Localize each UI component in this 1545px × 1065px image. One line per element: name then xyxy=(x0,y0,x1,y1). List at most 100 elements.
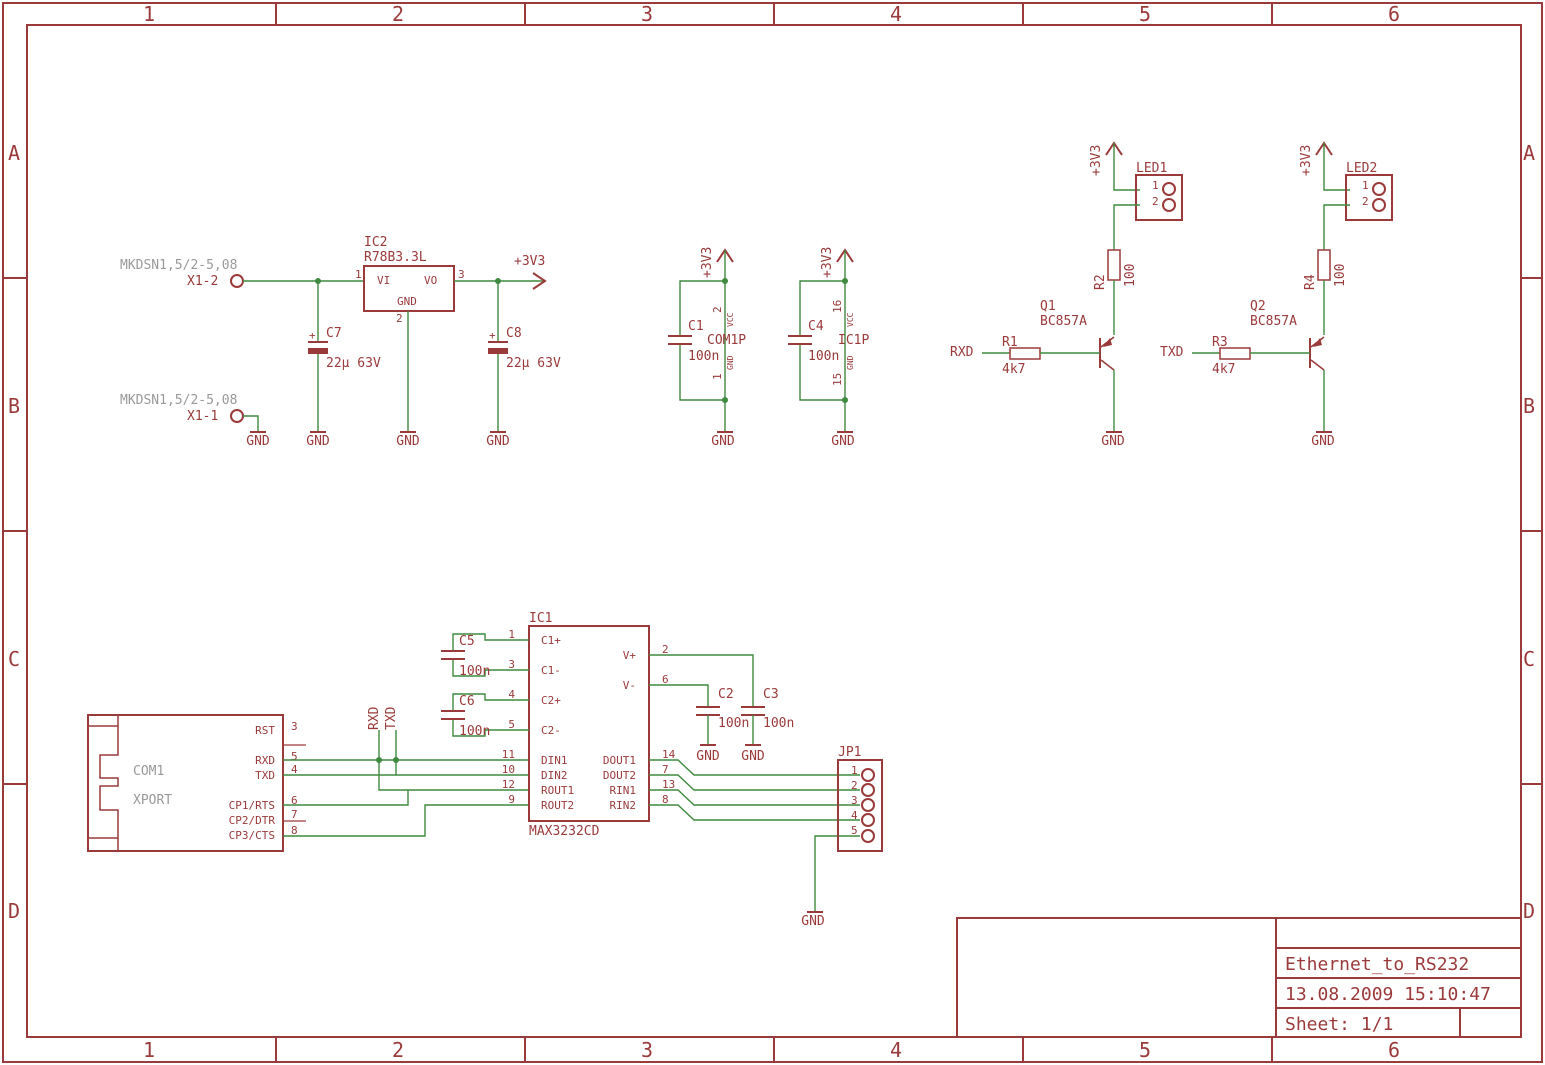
sheet-number: Sheet: 1/1 xyxy=(1285,1014,1393,1035)
gnd-label-ic1p: GND xyxy=(831,434,855,449)
x1-2-value: MKDSN1,5/2-5,08 xyxy=(120,258,237,273)
xport-module: COM1 XPORT RST RXD TXD CP1/RTS CP2/DTR C… xyxy=(87,714,306,852)
ic2-pin3-num: 3 xyxy=(458,268,465,281)
led1-ref: LED1 xyxy=(1136,161,1167,176)
c3-ref: C3 xyxy=(763,687,779,702)
xport-ref: COM1 xyxy=(133,764,164,779)
svg-text:1: 1 xyxy=(1362,179,1369,192)
svg-text:9: 9 xyxy=(508,793,515,806)
svg-text:4: 4 xyxy=(508,688,515,701)
svg-text:15: 15 xyxy=(831,373,844,386)
svg-text:VCC: VCC xyxy=(726,312,735,327)
svg-text:2: 2 xyxy=(662,643,669,656)
svg-text:2: 2 xyxy=(1152,195,1159,208)
vcc-label-ic2: +3V3 xyxy=(514,254,545,269)
jp1-body xyxy=(837,759,883,852)
svg-text:3: 3 xyxy=(291,720,298,733)
svg-text:4: 4 xyxy=(291,763,298,776)
gnd-label-ic2: GND xyxy=(396,434,420,449)
c3-value: 100n xyxy=(763,716,794,731)
row-label-d-right: D xyxy=(1523,899,1535,923)
q2-value: BC857A xyxy=(1250,314,1297,329)
c8-value: 22µ 63V xyxy=(506,356,561,371)
svg-text:8: 8 xyxy=(291,824,298,837)
r1-ref: R1 xyxy=(1002,335,1018,350)
vcc-label-ic1p: +3V3 xyxy=(820,247,835,278)
title-block: Ethernet_to_RS232 13.08.2009 15:10:47 Sh… xyxy=(956,917,1522,1038)
col-label-1-bottom: 1 xyxy=(143,1038,155,1062)
row-label-b-right: B xyxy=(1523,394,1535,418)
svg-text:14: 14 xyxy=(662,748,676,761)
svg-text:5: 5 xyxy=(291,750,298,763)
txd-net-tag: TXD xyxy=(384,706,399,730)
svg-text:10: 10 xyxy=(502,763,515,776)
led2-ref: LED2 xyxy=(1346,161,1377,176)
max3232-body xyxy=(528,625,650,822)
c7-capacitor xyxy=(308,348,328,354)
ic2-ref: IC2 xyxy=(364,235,387,250)
row-label-a: A xyxy=(8,141,20,165)
svg-text:1: 1 xyxy=(508,628,515,641)
r1-value: 4k7 xyxy=(1002,362,1025,377)
rxd-net-label: RXD xyxy=(950,345,974,360)
svg-text:+: + xyxy=(489,329,496,342)
vcc-arrow xyxy=(532,272,547,290)
svg-text:6: 6 xyxy=(291,794,298,807)
xport-pin-dtr: CP2/DTR xyxy=(229,814,276,827)
jp1-ref: JP1 xyxy=(838,745,861,760)
c8-ref: C8 xyxy=(506,326,522,341)
led2-connector xyxy=(1345,174,1393,221)
c6-value: 100n xyxy=(459,724,490,739)
gnd-label-x1: GND xyxy=(246,434,270,449)
led-driver-2: +3V3 LED2 1 2 R4 100 GND Q2 BC857A TXD R… xyxy=(1160,141,1393,449)
q1-ref: Q1 xyxy=(1040,299,1056,314)
x1-1-ref: X1-1 xyxy=(187,409,218,424)
svg-text:1: 1 xyxy=(851,764,858,777)
max3232-ic: IC1 MAX3232CD C1+ C1- C2+ C2- DIN1 DIN2 … xyxy=(441,611,794,839)
c5-value: 100n xyxy=(459,664,490,679)
vcc-label-led2: +3V3 xyxy=(1299,145,1314,176)
inner-border xyxy=(26,24,1522,1038)
r2-resistor xyxy=(1107,249,1121,281)
gnd-label-q2: GND xyxy=(1311,434,1335,449)
c6-ref: C6 xyxy=(459,694,475,709)
c4-ref: C4 xyxy=(808,319,824,334)
ic2-pin-vi: VI xyxy=(377,274,390,287)
ic1p-ref: IC1P xyxy=(838,333,869,348)
col-label-1: 1 xyxy=(143,2,155,26)
gnd-label-jp1: GND xyxy=(801,914,825,929)
col-label-3-bottom: 3 xyxy=(641,1038,653,1062)
gnd-label-q1: GND xyxy=(1101,434,1125,449)
svg-text:GND: GND xyxy=(846,355,855,370)
xport-pin-txd: TXD xyxy=(255,769,275,782)
r3-ref: R3 xyxy=(1212,335,1228,350)
svg-text:DOUT2: DOUT2 xyxy=(603,769,636,782)
svg-text:DIN1: DIN1 xyxy=(541,754,568,767)
row-label-d: D xyxy=(8,899,20,923)
col-label-6: 6 xyxy=(1388,2,1400,26)
xport-pin-cts: CP3/CTS xyxy=(229,829,275,842)
vcc-label-com1p: +3V3 xyxy=(700,247,715,278)
gnd-label-c8: GND xyxy=(486,434,510,449)
r4-resistor xyxy=(1317,249,1331,281)
col-label-3: 3 xyxy=(641,2,653,26)
ic2-pin-gnd: GND xyxy=(397,295,417,308)
r4-value: 100 xyxy=(1333,264,1348,287)
svg-text:5: 5 xyxy=(508,718,515,731)
drawing-date: 13.08.2009 15:10:47 xyxy=(1285,984,1491,1005)
ic1-value: MAX3232CD xyxy=(529,824,600,839)
c4-value: 100n xyxy=(808,349,839,364)
col-label-2: 2 xyxy=(392,2,404,26)
row-label-c: C xyxy=(8,647,20,671)
q1-value: BC857A xyxy=(1040,314,1087,329)
ic2-value: R78B3.3L xyxy=(364,250,427,265)
col-label-4: 4 xyxy=(890,2,902,26)
drawing-title: Ethernet_to_RS232 xyxy=(1285,954,1469,975)
svg-text:13: 13 xyxy=(662,778,675,791)
row-label-a-right: A xyxy=(1523,141,1535,165)
col-label-6-bottom: 6 xyxy=(1388,1038,1400,1062)
terminal-x1-1 xyxy=(230,409,244,423)
svg-text:ROUT2: ROUT2 xyxy=(541,799,574,812)
